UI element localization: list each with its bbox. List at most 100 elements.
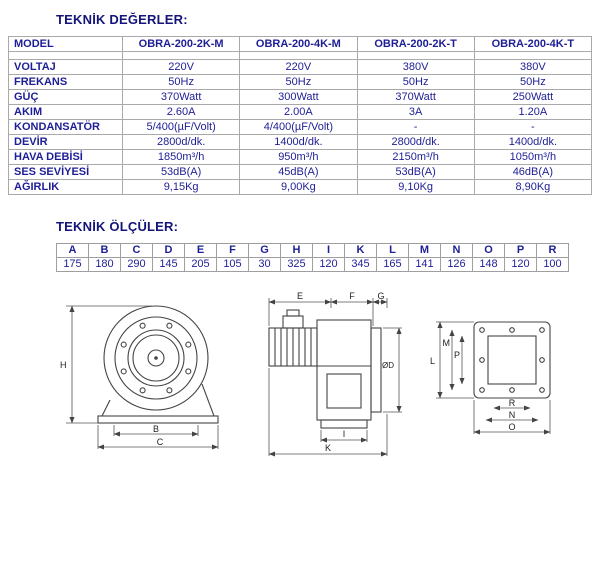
spec-row-label: HAVA DEBİSİ: [8, 149, 123, 165]
spec-cell: 1.20A: [473, 104, 593, 120]
spec-cell: 2.60A: [121, 104, 241, 120]
spec-header-model-2: OBRA-200-4K-M: [239, 36, 358, 52]
dim-value: 126: [440, 257, 473, 272]
spec-cell: 50Hz: [239, 74, 358, 90]
spacer-cell: [121, 51, 241, 60]
spec-cell: 9,15Kg: [121, 179, 241, 195]
dim-letter: N: [440, 243, 473, 258]
dim-label-g: G: [377, 291, 384, 301]
dim-label-e: E: [296, 291, 302, 301]
spec-row: GÜÇ 370Watt 300Watt 370Watt 250Watt: [8, 89, 593, 105]
spec-cell: 2800d/dk.: [121, 134, 241, 150]
dim-value: 100: [536, 257, 569, 272]
spec-row: FREKANS 50Hz 50Hz 50Hz 50Hz: [8, 74, 593, 90]
spec-cell: 1400d/dk.: [239, 134, 358, 150]
spec-header-row: MODEL OBRA-200-2K-M OBRA-200-4K-M OBRA-2…: [8, 36, 593, 52]
dim-letter: H: [280, 243, 313, 258]
spec-row-label: KONDANSATÖR: [8, 119, 123, 135]
section-title-technical-dimensions: TEKNİK ÖLÇÜLER:: [56, 219, 179, 234]
dim-value: 141: [408, 257, 441, 272]
spec-header-model-3: OBRA-200-2K-T: [356, 36, 475, 52]
dim-letter: O: [472, 243, 505, 258]
spec-cell: 8,90Kg: [473, 179, 593, 195]
spec-header-model-4: OBRA-200-4K-T: [473, 36, 593, 52]
spacer-cell: [239, 51, 358, 60]
technical-drawings: H B C: [56, 288, 564, 463]
dim-value: 290: [120, 257, 153, 272]
dim-letter: I: [312, 243, 345, 258]
dim-value: 180: [88, 257, 121, 272]
spacer-cell: [8, 51, 123, 60]
dim-value: 325: [280, 257, 313, 272]
spec-cell: -: [356, 119, 475, 135]
dim-letter: A: [56, 243, 89, 258]
spec-row-label: VOLTAJ: [8, 59, 123, 75]
technical-values-table: MODEL OBRA-200-2K-M OBRA-200-4K-M OBRA-2…: [8, 36, 593, 195]
spec-cell: 300Watt: [239, 89, 358, 105]
dim-letter: B: [88, 243, 121, 258]
spec-row-label: GÜÇ: [8, 89, 123, 105]
spec-row-label: SES SEVİYESİ: [8, 164, 123, 180]
spec-cell: 1400d/dk.: [473, 134, 593, 150]
spec-cell: 2.00A: [239, 104, 358, 120]
spec-cell: 1050m³/h: [473, 149, 593, 165]
spec-cell: 50Hz: [356, 74, 475, 90]
dim-letter: G: [248, 243, 281, 258]
spec-row-label: DEVİR: [8, 134, 123, 150]
dim-letter: M: [408, 243, 441, 258]
dim-letter: E: [184, 243, 217, 258]
dim-label-l: L: [430, 356, 435, 366]
dimensions-table: A B C D E F G H I K L M N O P R 175 180 …: [56, 243, 569, 272]
dim-label-r: R: [509, 398, 516, 408]
spec-cell: -: [473, 119, 593, 135]
dim-letter: F: [216, 243, 249, 258]
fan-hub-center: [154, 356, 158, 360]
dim-values-row: 175 180 290 145 205 105 30 325 120 345 1…: [56, 257, 569, 272]
spec-cell: 50Hz: [121, 74, 241, 90]
spec-cell: 2800d/dk.: [356, 134, 475, 150]
spec-cell: 950m³/h: [239, 149, 358, 165]
dim-value: 165: [376, 257, 409, 272]
dim-label-i: I: [342, 429, 345, 439]
dim-value: 345: [344, 257, 377, 272]
spec-row: VOLTAJ 220V 220V 380V 380V: [8, 59, 593, 75]
dim-letter: D: [152, 243, 185, 258]
fan-side-body: [97, 305, 219, 424]
spec-header-model-1: OBRA-200-2K-M: [121, 36, 241, 52]
front-dimension-lines: [268, 298, 402, 457]
dim-label-k: K: [324, 443, 330, 453]
dim-value: 145: [152, 257, 185, 272]
spacer-cell: [473, 51, 593, 60]
spec-cell: 2150m³/h: [356, 149, 475, 165]
spec-cell: 53dB(A): [121, 164, 241, 180]
drawing-flange-view: L M P R N O: [430, 321, 551, 435]
spec-cell: 370Watt: [356, 89, 475, 105]
spec-row: DEVİR 2800d/dk. 1400d/dk. 2800d/dk. 1400…: [8, 134, 593, 150]
spec-cell: 53dB(A): [356, 164, 475, 180]
spec-cell: 9,10Kg: [356, 179, 475, 195]
dim-letter: L: [376, 243, 409, 258]
spec-cell: 250Watt: [473, 89, 593, 105]
dim-value: 105: [216, 257, 249, 272]
spec-cell: 3A: [356, 104, 475, 120]
dim-label-o: O: [508, 422, 515, 432]
spec-header-model: MODEL: [8, 36, 123, 52]
spec-cell: 380V: [473, 59, 593, 75]
dim-value: 205: [184, 257, 217, 272]
spec-row: AĞIRLIK 9,15Kg 9,00Kg 9,10Kg 8,90Kg: [8, 179, 593, 195]
dim-letter: P: [504, 243, 537, 258]
spec-row: KONDANSATÖR 5/400(µF/Volt) 4/400(µF/Volt…: [8, 119, 593, 135]
dim-label-n: N: [509, 410, 516, 420]
spec-row: SES SEVİYESİ 53dB(A) 45dB(A) 53dB(A) 46d…: [8, 164, 593, 180]
dim-value: 120: [504, 257, 537, 272]
dim-value: 148: [472, 257, 505, 272]
spec-cell: 9,00Kg: [239, 179, 358, 195]
spec-cell: 220V: [239, 59, 358, 75]
dim-label-p: P: [454, 350, 460, 360]
dim-letter: C: [120, 243, 153, 258]
spec-cell: 370Watt: [121, 89, 241, 105]
dim-letter: R: [536, 243, 569, 258]
spec-row-label: AĞIRLIK: [8, 179, 123, 195]
dim-letter: K: [344, 243, 377, 258]
